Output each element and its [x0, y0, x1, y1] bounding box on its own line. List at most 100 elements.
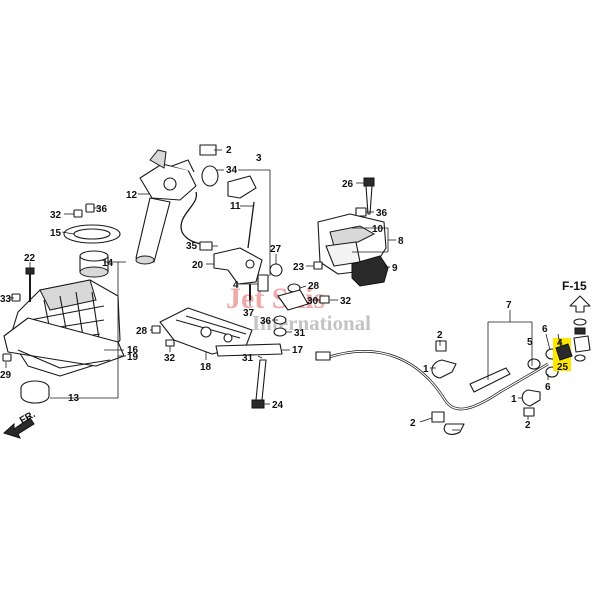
- callout-18[interactable]: 18: [200, 362, 212, 373]
- callout-12[interactable]: 12: [126, 190, 138, 201]
- part-27-washer: [269, 263, 283, 277]
- part-1-clamp-b: [443, 423, 465, 435]
- callout-23[interactable]: 23: [293, 262, 305, 273]
- callout-37[interactable]: 37: [243, 308, 255, 319]
- watermark-line1: Jet Skis: [226, 282, 325, 315]
- callout-2[interactable]: 2: [226, 145, 232, 156]
- callout-24[interactable]: 24: [272, 400, 284, 411]
- callout-36-right[interactable]: 36: [376, 208, 388, 219]
- callout-27[interactable]: 27: [270, 244, 282, 255]
- callout-6[interactable]: 6: [542, 324, 548, 335]
- up-arrow-icon: [569, 295, 591, 313]
- callout-32[interactable]: 32: [50, 210, 62, 221]
- callout-36[interactable]: 36: [96, 204, 108, 215]
- callout-20[interactable]: 20: [192, 260, 204, 271]
- part-28-nut: [151, 325, 161, 334]
- callout-29[interactable]: 29: [0, 370, 12, 381]
- callout-34[interactable]: 34: [226, 165, 238, 176]
- part-25-joint: [555, 343, 573, 361]
- part-1-clamp-c: [521, 389, 541, 407]
- part-11-rod: [247, 201, 255, 249]
- part-2-clip-a: [435, 340, 447, 352]
- part-22-bolt-head: [25, 267, 35, 275]
- callout-35[interactable]: 35: [186, 241, 198, 252]
- part-2-clip-b: [431, 411, 445, 423]
- part-17-bar: [215, 343, 283, 357]
- part-32-nut: [73, 209, 83, 218]
- part-2-clip-c: [523, 407, 535, 417]
- leader-lines: [5, 149, 561, 431]
- part-1-clamp-a: [431, 359, 457, 379]
- part-31-washer: [273, 327, 287, 337]
- control-cable-assembly: [315, 338, 573, 435]
- callout-2-cable-b[interactable]: 2: [410, 418, 416, 429]
- part-20-lever: [213, 247, 263, 285]
- part-36-nut: [85, 203, 95, 213]
- part-5-grommet: [527, 358, 541, 370]
- callout-9[interactable]: 9: [392, 263, 398, 274]
- part-23-nut: [313, 261, 323, 270]
- callout-22[interactable]: 22: [24, 253, 36, 264]
- callout-16[interactable]: 16: [127, 345, 139, 356]
- front-direction-label: FR.: [18, 409, 38, 427]
- part-30-link: [277, 289, 309, 311]
- callout-2-cable-c[interactable]: 2: [525, 420, 531, 431]
- part-32-nut-mid: [165, 339, 175, 347]
- part-3-bracket: [227, 175, 257, 199]
- callout-19[interactable]: 19: [127, 352, 139, 363]
- bracket-assembly: [277, 177, 389, 311]
- part-34-clamp: [201, 165, 219, 187]
- callout-1-cable-a[interactable]: 1: [423, 364, 429, 375]
- part-26-bolt-head: [363, 177, 375, 187]
- steering-post-assembly: [135, 144, 287, 409]
- callout-28[interactable]: 28: [136, 326, 148, 337]
- callout-5[interactable]: 5: [527, 337, 533, 348]
- callout-8[interactable]: 8: [398, 236, 404, 247]
- front-direction-indicator: FR.: [3, 409, 38, 439]
- callout-6-low[interactable]: 6: [545, 382, 551, 393]
- part-29-nut: [2, 353, 12, 362]
- callout-26[interactable]: 26: [342, 179, 354, 190]
- steering-shaft: [135, 197, 171, 263]
- part-9-block: [351, 255, 389, 287]
- callout-4-right[interactable]: 4: [557, 338, 563, 349]
- callout-25[interactable]: 25: [557, 362, 569, 373]
- reference-label: F-15: [562, 279, 587, 293]
- callout-15[interactable]: 15: [50, 228, 62, 239]
- nozzle-housing-assembly: [2, 203, 125, 404]
- reference-f15[interactable]: F-15: [562, 279, 591, 362]
- part-2-clip-top: [199, 144, 217, 156]
- cable-end-upper: [180, 191, 211, 247]
- callout-10[interactable]: 10: [372, 224, 384, 235]
- callout-labels: 2 34 3 12 11 32 36 15 22 33 14 16 19 29 …: [0, 145, 569, 431]
- callout-32-mid[interactable]: 32: [164, 353, 176, 364]
- part-4-collar: [257, 274, 269, 292]
- callout-31-low[interactable]: 31: [242, 353, 254, 364]
- cable-sleeve: [469, 367, 511, 393]
- callout-7[interactable]: 7: [506, 300, 512, 311]
- part-36-nut-right: [355, 207, 367, 217]
- callout-36-mid[interactable]: 36: [260, 316, 272, 327]
- callout-14[interactable]: 14: [102, 258, 114, 269]
- callout-28-right[interactable]: 28: [308, 281, 320, 292]
- cable-end-fitting: [315, 351, 331, 361]
- callout-32-right[interactable]: 32: [340, 296, 352, 307]
- front-arrow-icon: [3, 417, 35, 439]
- callout-13[interactable]: 13: [68, 393, 80, 404]
- part-24-bolt-shank: [255, 359, 267, 401]
- callout-11[interactable]: 11: [230, 201, 241, 212]
- part-15-ring-inner: [73, 228, 111, 240]
- callout-3[interactable]: 3: [256, 153, 262, 164]
- watermark: Jet Skis International: [226, 282, 371, 335]
- callout-33[interactable]: 33: [0, 294, 12, 305]
- watermark-line2: International: [252, 311, 371, 335]
- callout-30[interactable]: 30: [307, 296, 319, 307]
- callout-2-cable-a[interactable]: 2: [437, 330, 443, 341]
- part-35-joint: [199, 241, 213, 251]
- part-33-nut: [11, 293, 21, 302]
- callout-17[interactable]: 17: [292, 345, 304, 356]
- callout-31[interactable]: 31: [294, 328, 306, 339]
- callout-1-cable-b[interactable]: 1: [511, 394, 517, 405]
- callout-4[interactable]: 4: [233, 280, 239, 291]
